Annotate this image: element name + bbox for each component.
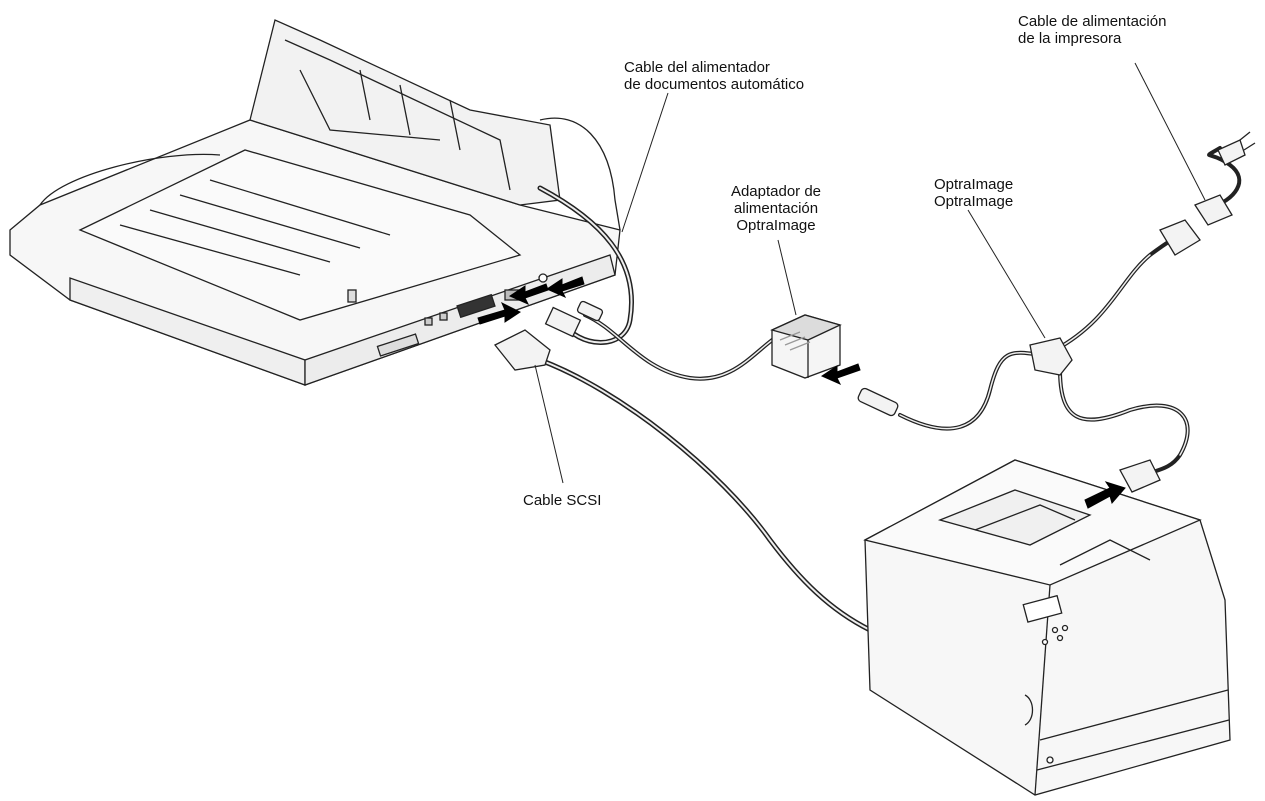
leader-power-adapter [777, 239, 797, 316]
label-printer-power-cable: Cable de alimentación de la impresora [1018, 13, 1167, 47]
label-power-adapter: Adaptador de alimentación OptraImage [730, 183, 822, 234]
scanner-adf-unit [9, 19, 621, 386]
leader-printer-power-cable [1134, 62, 1206, 201]
printer-power-cable-line [1207, 146, 1242, 210]
label-adf-cable: Cable del alimentador de documentos auto… [624, 59, 805, 93]
leader-lines [534, 62, 1206, 484]
cables [537, 146, 1242, 633]
y-cable-lower-line [1058, 368, 1190, 477]
leader-adf-cable [621, 92, 669, 233]
leader-scsi-cable [534, 364, 564, 484]
printer [863, 459, 1231, 796]
label-y-cable: OptraImage OptraImage [934, 176, 1014, 210]
label-scsi-cable: Cable SCSI [523, 492, 602, 509]
power-adapter-brick [770, 314, 842, 379]
leader-y-cable [967, 209, 1046, 339]
adapter-dc-cable-line [583, 313, 792, 381]
insertion-arrows [477, 276, 1126, 509]
connectors [493, 131, 1256, 493]
y-cable-to-adapter-line [898, 350, 1042, 431]
